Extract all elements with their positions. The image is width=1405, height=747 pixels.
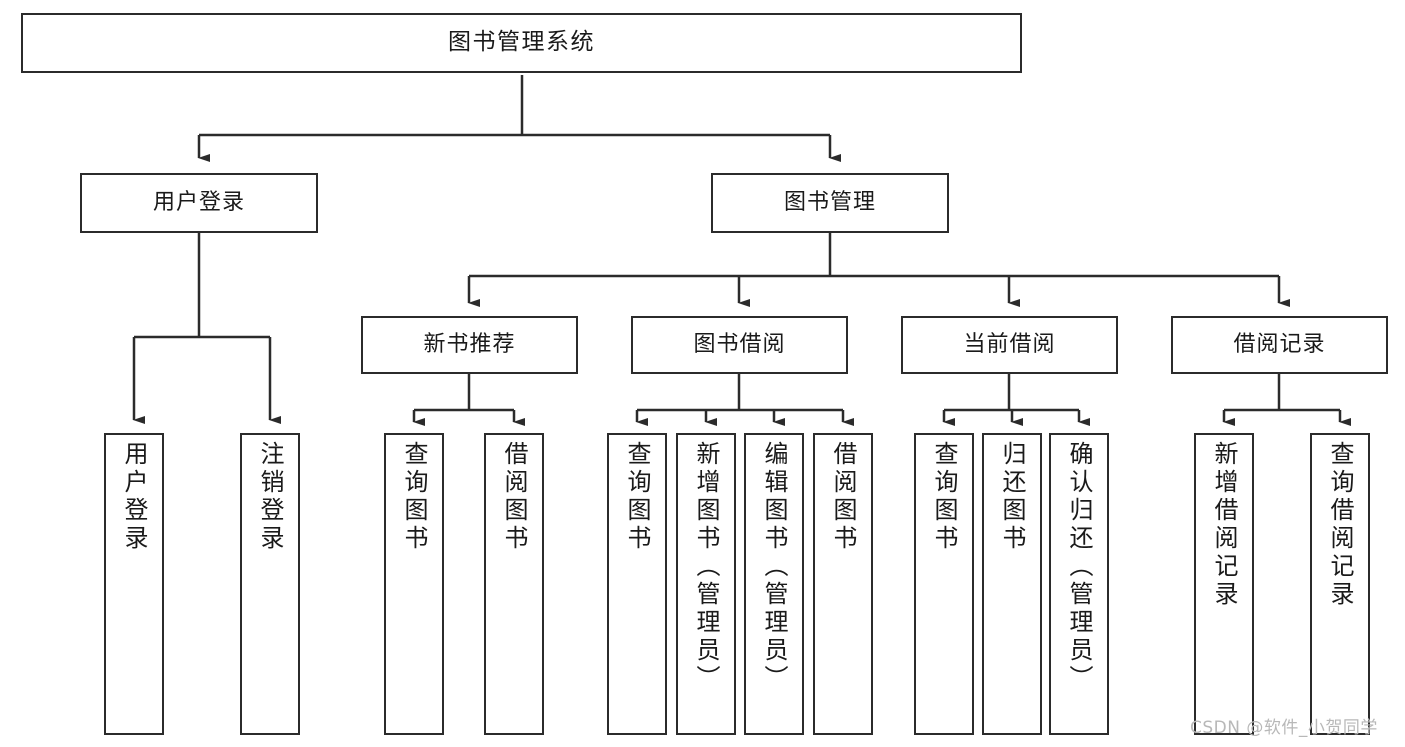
node-borrow-records-label: 借阅记录	[1233, 331, 1326, 357]
node-user-login-label: 用户登录	[152, 189, 245, 215]
leaf-records-query-record-label: 查询借阅记录	[1326, 441, 1354, 609]
leaf-borrow-borrow-book[interactable]: 借阅图书	[813, 433, 873, 735]
leaf-recommend-borrow-book[interactable]: 借阅图书	[484, 433, 544, 735]
leaf-logout[interactable]: 注销登录	[240, 433, 300, 735]
node-book-management-label: 图书管理	[783, 189, 876, 215]
leaf-borrow-query-book-label: 查询图书	[623, 441, 651, 553]
leaf-borrow-add-book-label: 新增图书（管理员）	[692, 441, 720, 693]
leaf-records-query-record[interactable]: 查询借阅记录	[1310, 433, 1370, 735]
node-current-borrow-label: 当前借阅	[963, 331, 1056, 357]
leaf-borrow-query-book[interactable]: 查询图书	[607, 433, 667, 735]
watermark: CSDN @软件_小贺同学	[1190, 718, 1378, 738]
leaf-user-login-label: 用户登录	[120, 441, 148, 553]
node-book-management[interactable]: 图书管理	[711, 173, 949, 233]
node-borrow-records[interactable]: 借阅记录	[1171, 316, 1388, 374]
node-book-borrow-label: 图书借阅	[693, 331, 786, 357]
leaf-borrow-edit-book[interactable]: 编辑图书（管理员）	[744, 433, 804, 735]
leaf-current-query-book-label: 查询图书	[930, 441, 958, 553]
leaf-recommend-borrow-book-label: 借阅图书	[500, 441, 528, 553]
node-new-book-recommend[interactable]: 新书推荐	[361, 316, 578, 374]
node-book-borrow[interactable]: 图书借阅	[631, 316, 848, 374]
leaf-records-add-record[interactable]: 新增借阅记录	[1194, 433, 1254, 735]
node-root-label: 图书管理系统	[448, 29, 595, 56]
node-current-borrow[interactable]: 当前借阅	[901, 316, 1118, 374]
leaf-borrow-edit-book-label: 编辑图书（管理员）	[760, 441, 788, 693]
leaf-borrow-add-book[interactable]: 新增图书（管理员）	[676, 433, 736, 735]
leaf-borrow-borrow-book-label: 借阅图书	[829, 441, 857, 553]
leaf-current-confirm-return-label: 确认归还（管理员）	[1065, 441, 1093, 693]
leaf-records-add-record-label: 新增借阅记录	[1210, 441, 1238, 609]
leaf-user-login[interactable]: 用户登录	[104, 433, 164, 735]
leaf-current-confirm-return[interactable]: 确认归还（管理员）	[1049, 433, 1109, 735]
node-new-book-recommend-label: 新书推荐	[423, 331, 516, 357]
leaf-current-query-book[interactable]: 查询图书	[914, 433, 974, 735]
leaf-logout-label: 注销登录	[256, 441, 284, 553]
leaf-recommend-query-book-label: 查询图书	[400, 441, 428, 553]
leaf-current-return-book[interactable]: 归还图书	[982, 433, 1042, 735]
node-root[interactable]: 图书管理系统	[21, 13, 1022, 73]
leaf-current-return-book-label: 归还图书	[998, 441, 1026, 553]
node-user-login[interactable]: 用户登录	[80, 173, 318, 233]
leaf-recommend-query-book[interactable]: 查询图书	[384, 433, 444, 735]
